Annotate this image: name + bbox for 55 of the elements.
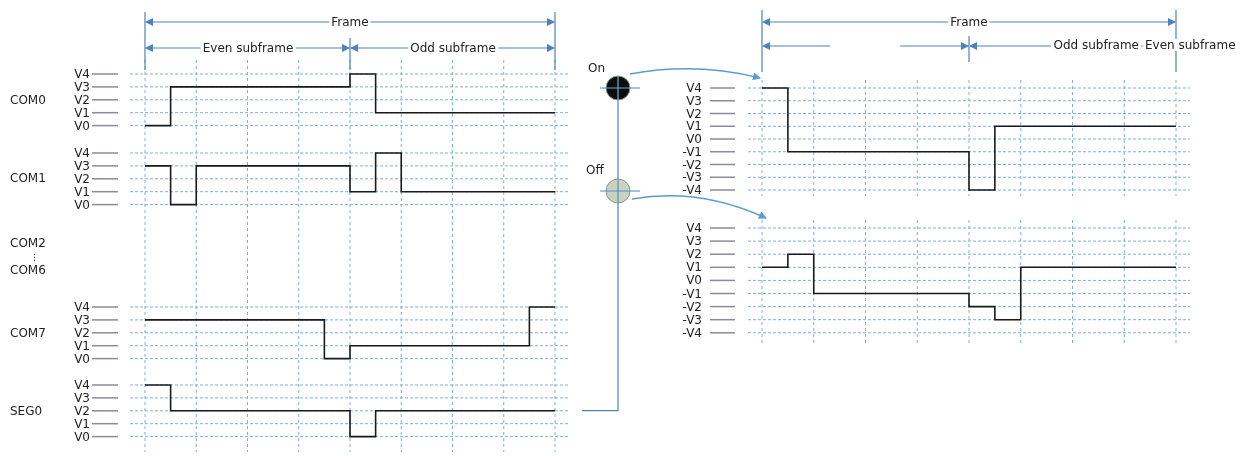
- signal-name: COM0: [10, 94, 46, 106]
- voltage-level-label: V0: [74, 198, 90, 211]
- voltage-level-label: V1: [74, 185, 90, 198]
- voltage-level-label: V3: [686, 94, 702, 107]
- voltage-level-label: V3: [74, 313, 90, 326]
- dimension-label: Frame: [948, 16, 990, 28]
- signal-name: COM6: [10, 264, 46, 276]
- ellipsis-mark: ⋮: [30, 251, 39, 263]
- dimension-label: Even subframe: [200, 42, 296, 54]
- voltage-level-label: V2: [686, 107, 702, 120]
- voltage-level-label: V1: [74, 106, 90, 119]
- voltage-level-label: V2: [74, 326, 90, 339]
- voltage-level-label: V4: [74, 147, 90, 159]
- arrow: [631, 194, 767, 219]
- voltage-level-label: V2: [686, 248, 702, 261]
- voltage-level-label: V4: [74, 301, 90, 313]
- voltage-level-label: V3: [686, 235, 702, 248]
- voltage-level-label: V4: [686, 82, 702, 94]
- voltage-level-label: -V3: [682, 313, 702, 326]
- voltage-level-label: -V4: [682, 184, 702, 196]
- dimension-label: Even subframe: [1143, 39, 1238, 51]
- signal-name: SEG0: [10, 405, 43, 417]
- voltage-level-label: V3: [74, 159, 90, 172]
- voltage-level-label: V1: [686, 120, 702, 133]
- voltage-level-label: V1: [686, 261, 702, 274]
- voltage-level-label: V0: [686, 133, 702, 145]
- voltage-level-label: V2: [74, 172, 90, 185]
- voltage-level-label: V1: [74, 417, 90, 430]
- voltage-level-label: V3: [74, 80, 90, 93]
- voltage-level-label: V4: [74, 68, 90, 80]
- signal-name: COM2: [10, 237, 46, 249]
- dimension-label: Odd subframe: [1051, 39, 1141, 51]
- dimension-label: Odd subframe: [408, 42, 498, 54]
- voltage-level-label: V4: [686, 222, 702, 234]
- voltage-level-label: V1: [74, 339, 90, 352]
- voltage-level-label: -V1: [682, 145, 702, 158]
- voltage-level-label: -V1: [682, 287, 702, 300]
- state-label: Off: [586, 164, 604, 176]
- voltage-level-label: -V2: [682, 158, 702, 171]
- signal-name: COM7: [10, 327, 46, 339]
- signal-name: COM1: [10, 172, 46, 184]
- voltage-level-label: V0: [74, 119, 90, 132]
- voltage-level-label: V2: [74, 404, 90, 417]
- arrow: [629, 68, 761, 81]
- voltage-level-label: V3: [74, 391, 90, 404]
- voltage-level-label: -V3: [682, 171, 702, 184]
- voltage-level-label: V4: [74, 379, 90, 391]
- voltage-level-label: V0: [74, 352, 90, 365]
- voltage-level-label: V0: [686, 274, 702, 287]
- voltage-level-label: V2: [74, 93, 90, 106]
- voltage-level-label: -V4: [682, 326, 702, 339]
- dimension-label: Frame: [329, 16, 371, 28]
- state-label: On: [588, 62, 606, 74]
- voltage-level-label: -V2: [682, 300, 702, 313]
- voltage-level-label: V0: [74, 430, 90, 443]
